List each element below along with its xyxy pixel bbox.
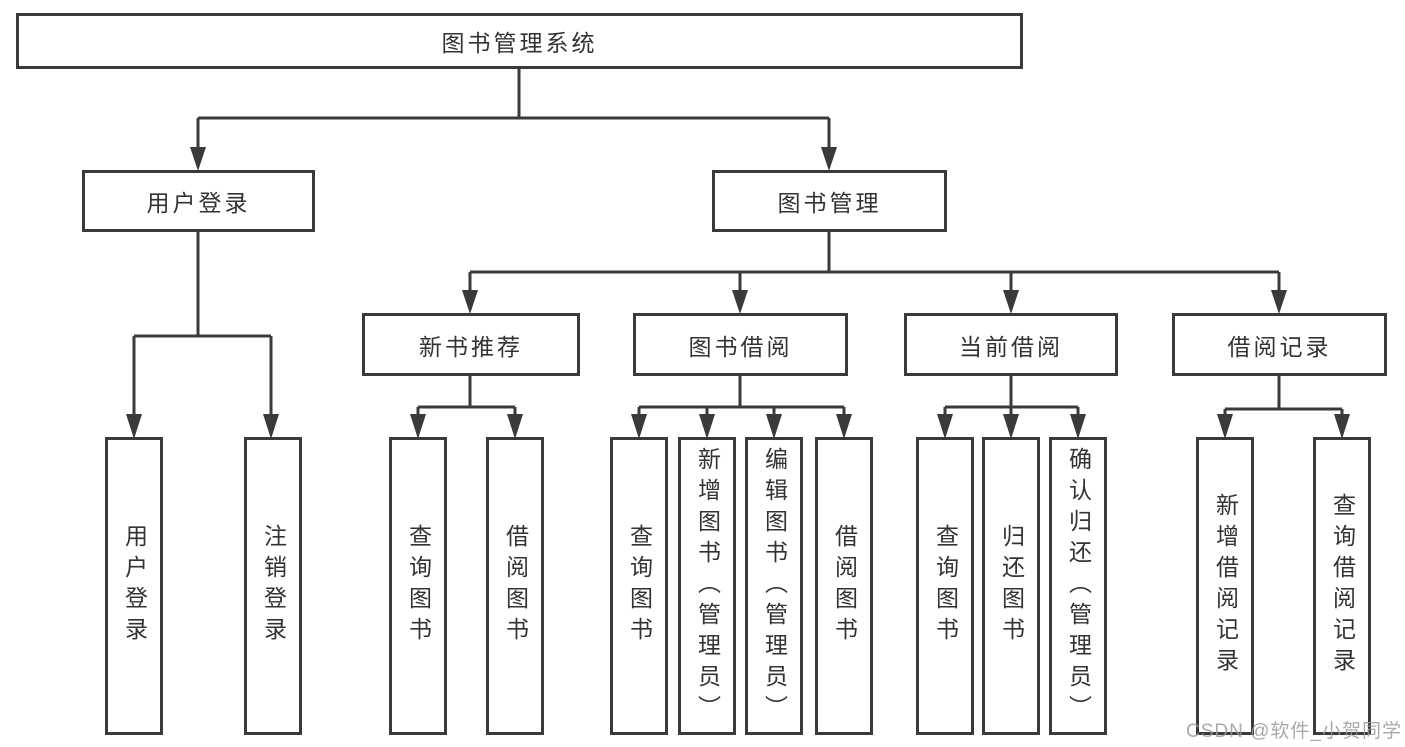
node-new-book-recommend: 新书推荐 [362,313,580,376]
leaf-current-confirm-return-admin: 确认归还（管理员） [1049,437,1107,735]
arrowhead [1334,414,1350,439]
leaf-user-login: 用户登录 [105,437,163,735]
arrowhead [1070,414,1086,439]
connector-borrow-to-leaves [637,376,846,418]
node-root-label: 图书管理系统 [441,30,598,56]
leaf-record-add-borrow-record: 新增借阅记录 [1196,437,1254,735]
arrowhead [190,147,206,171]
arrowhead [462,290,478,314]
arrowhead [821,147,837,171]
leaf-record-query-borrow-record-label: 查询借阅记录 [1329,493,1356,679]
connector-newbook-to-leaves [416,376,517,418]
node-book-borrow-label: 图书借阅 [688,333,793,360]
leaf-record-query-borrow-record: 查询借阅记录 [1313,437,1371,735]
leaf-borrow-add-books-admin-label: 新增图书（管理员） [694,446,721,726]
node-borrow-record-label: 借阅记录 [1227,333,1332,360]
leaf-newbook-borrow-books: 借阅图书 [486,437,544,735]
node-user-login: 用户登录 [82,170,315,232]
node-book-borrow: 图书借阅 [633,313,848,376]
arrowhead [766,414,782,439]
leaf-borrow-edit-books-admin: 编辑图书（管理员） [745,437,803,735]
leaf-borrow-borrow-books: 借阅图书 [815,437,873,735]
leaf-logout: 注销登录 [244,437,302,735]
leaf-borrow-query-books-label: 查询图书 [626,524,653,648]
arrowhead [507,414,523,439]
node-new-book-recommend-label: 新书推荐 [419,333,523,360]
connector-bookmgmt-to-level3 [468,232,1281,295]
leaf-newbook-query-books: 查询图书 [389,437,447,735]
node-current-borrow-label: 当前借阅 [959,333,1063,360]
connector-current-to-leaves [943,376,1080,418]
arrowhead [937,414,953,439]
leaf-borrow-add-books-admin: 新增图书（管理员） [678,437,736,735]
leaf-newbook-borrow-books-label: 借阅图书 [502,524,529,648]
leaf-borrow-edit-books-admin-label: 编辑图书（管理员） [761,446,788,726]
node-user-login-label: 用户登录 [146,190,251,216]
leaf-borrow-borrow-books-label: 借阅图书 [831,524,858,648]
arrowhead [732,290,748,314]
leaf-current-confirm-return-admin-label: 确认归还（管理员） [1065,446,1092,726]
node-current-borrow: 当前借阅 [904,313,1118,376]
arrowhead [1003,414,1019,439]
arrowhead [263,414,279,439]
arrowhead [126,414,142,439]
arrowhead [631,414,647,439]
node-borrow-record: 借阅记录 [1172,313,1387,376]
leaf-current-query-books: 查询图书 [916,437,974,735]
leaf-current-return-books-label: 归还图书 [998,524,1025,648]
leaf-user-login-label: 用户登录 [121,524,148,648]
arrowhead [1003,290,1019,314]
arrowhead [836,414,852,439]
node-book-management: 图书管理 [712,170,947,232]
arrowhead [1271,290,1287,314]
node-book-management-label: 图书管理 [777,190,882,216]
csdn-watermark: CSDN @软件_小贺同学 [1186,721,1402,742]
leaf-newbook-query-books-label: 查询图书 [405,524,432,648]
node-root-system: 图书管理系统 [16,13,1023,69]
leaf-current-return-books: 归还图书 [982,437,1040,735]
connector-userlogin-to-leaves [132,232,273,418]
leaf-current-query-books-label: 查询图书 [932,524,959,648]
leaf-record-add-borrow-record-label: 新增借阅记录 [1212,493,1239,679]
arrowhead [699,414,715,439]
leaf-borrow-query-books: 查询图书 [610,437,668,735]
connector-root-to-level2 [196,69,831,154]
connector-record-to-leaves [1223,376,1344,418]
arrowhead [410,414,426,439]
leaf-logout-label: 注销登录 [260,524,287,648]
arrowhead [1217,414,1233,439]
